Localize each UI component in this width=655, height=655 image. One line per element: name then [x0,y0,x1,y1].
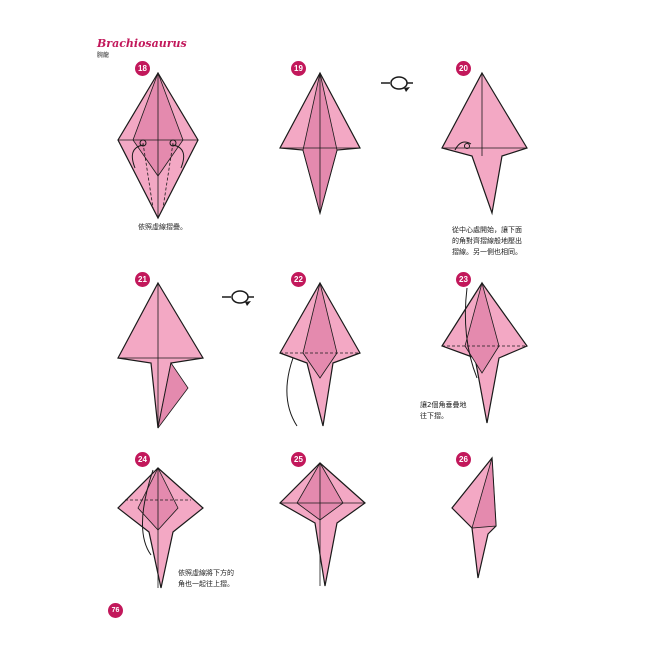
step-number-19: 19 [291,61,306,76]
step-20-caption: 從中心處開始，讓下面 的角對齊摺線般地壓出 摺線。另一側也相同。 [452,226,522,256]
step-24-caption: 依照虛線將下方的 角也一起往上摺。 [178,569,234,588]
step-number-26: 26 [456,452,471,467]
turn-over-icon [381,76,413,92]
step-25-diagram [279,462,366,587]
page-title: Brachiosaurus [97,37,187,50]
step-18-diagram [117,71,199,220]
step-24-diagram [117,467,204,589]
step-20-diagram [441,71,528,216]
step-22-diagram [279,281,361,427]
step-number-24: 24 [135,452,150,467]
step-21-diagram [117,281,204,429]
step-number-21: 21 [135,272,150,287]
step-number-23: 23 [456,272,471,287]
step-23-caption: 讓2個角垂疊地 往下摺。 [420,401,467,420]
step-19-diagram [279,71,361,216]
step-26-diagram [451,456,497,579]
step-number-22: 22 [291,272,306,287]
step-number-20: 20 [456,61,471,76]
turn-over-icon [222,290,254,306]
step-number-25: 25 [291,452,306,467]
page-subtitle: 腕龍 [97,52,110,59]
page-number: 76 [108,603,123,618]
step-18-caption: 依照虛線摺疊。 [138,223,187,231]
step-23-diagram [441,281,528,424]
step-number-18: 18 [135,61,150,76]
